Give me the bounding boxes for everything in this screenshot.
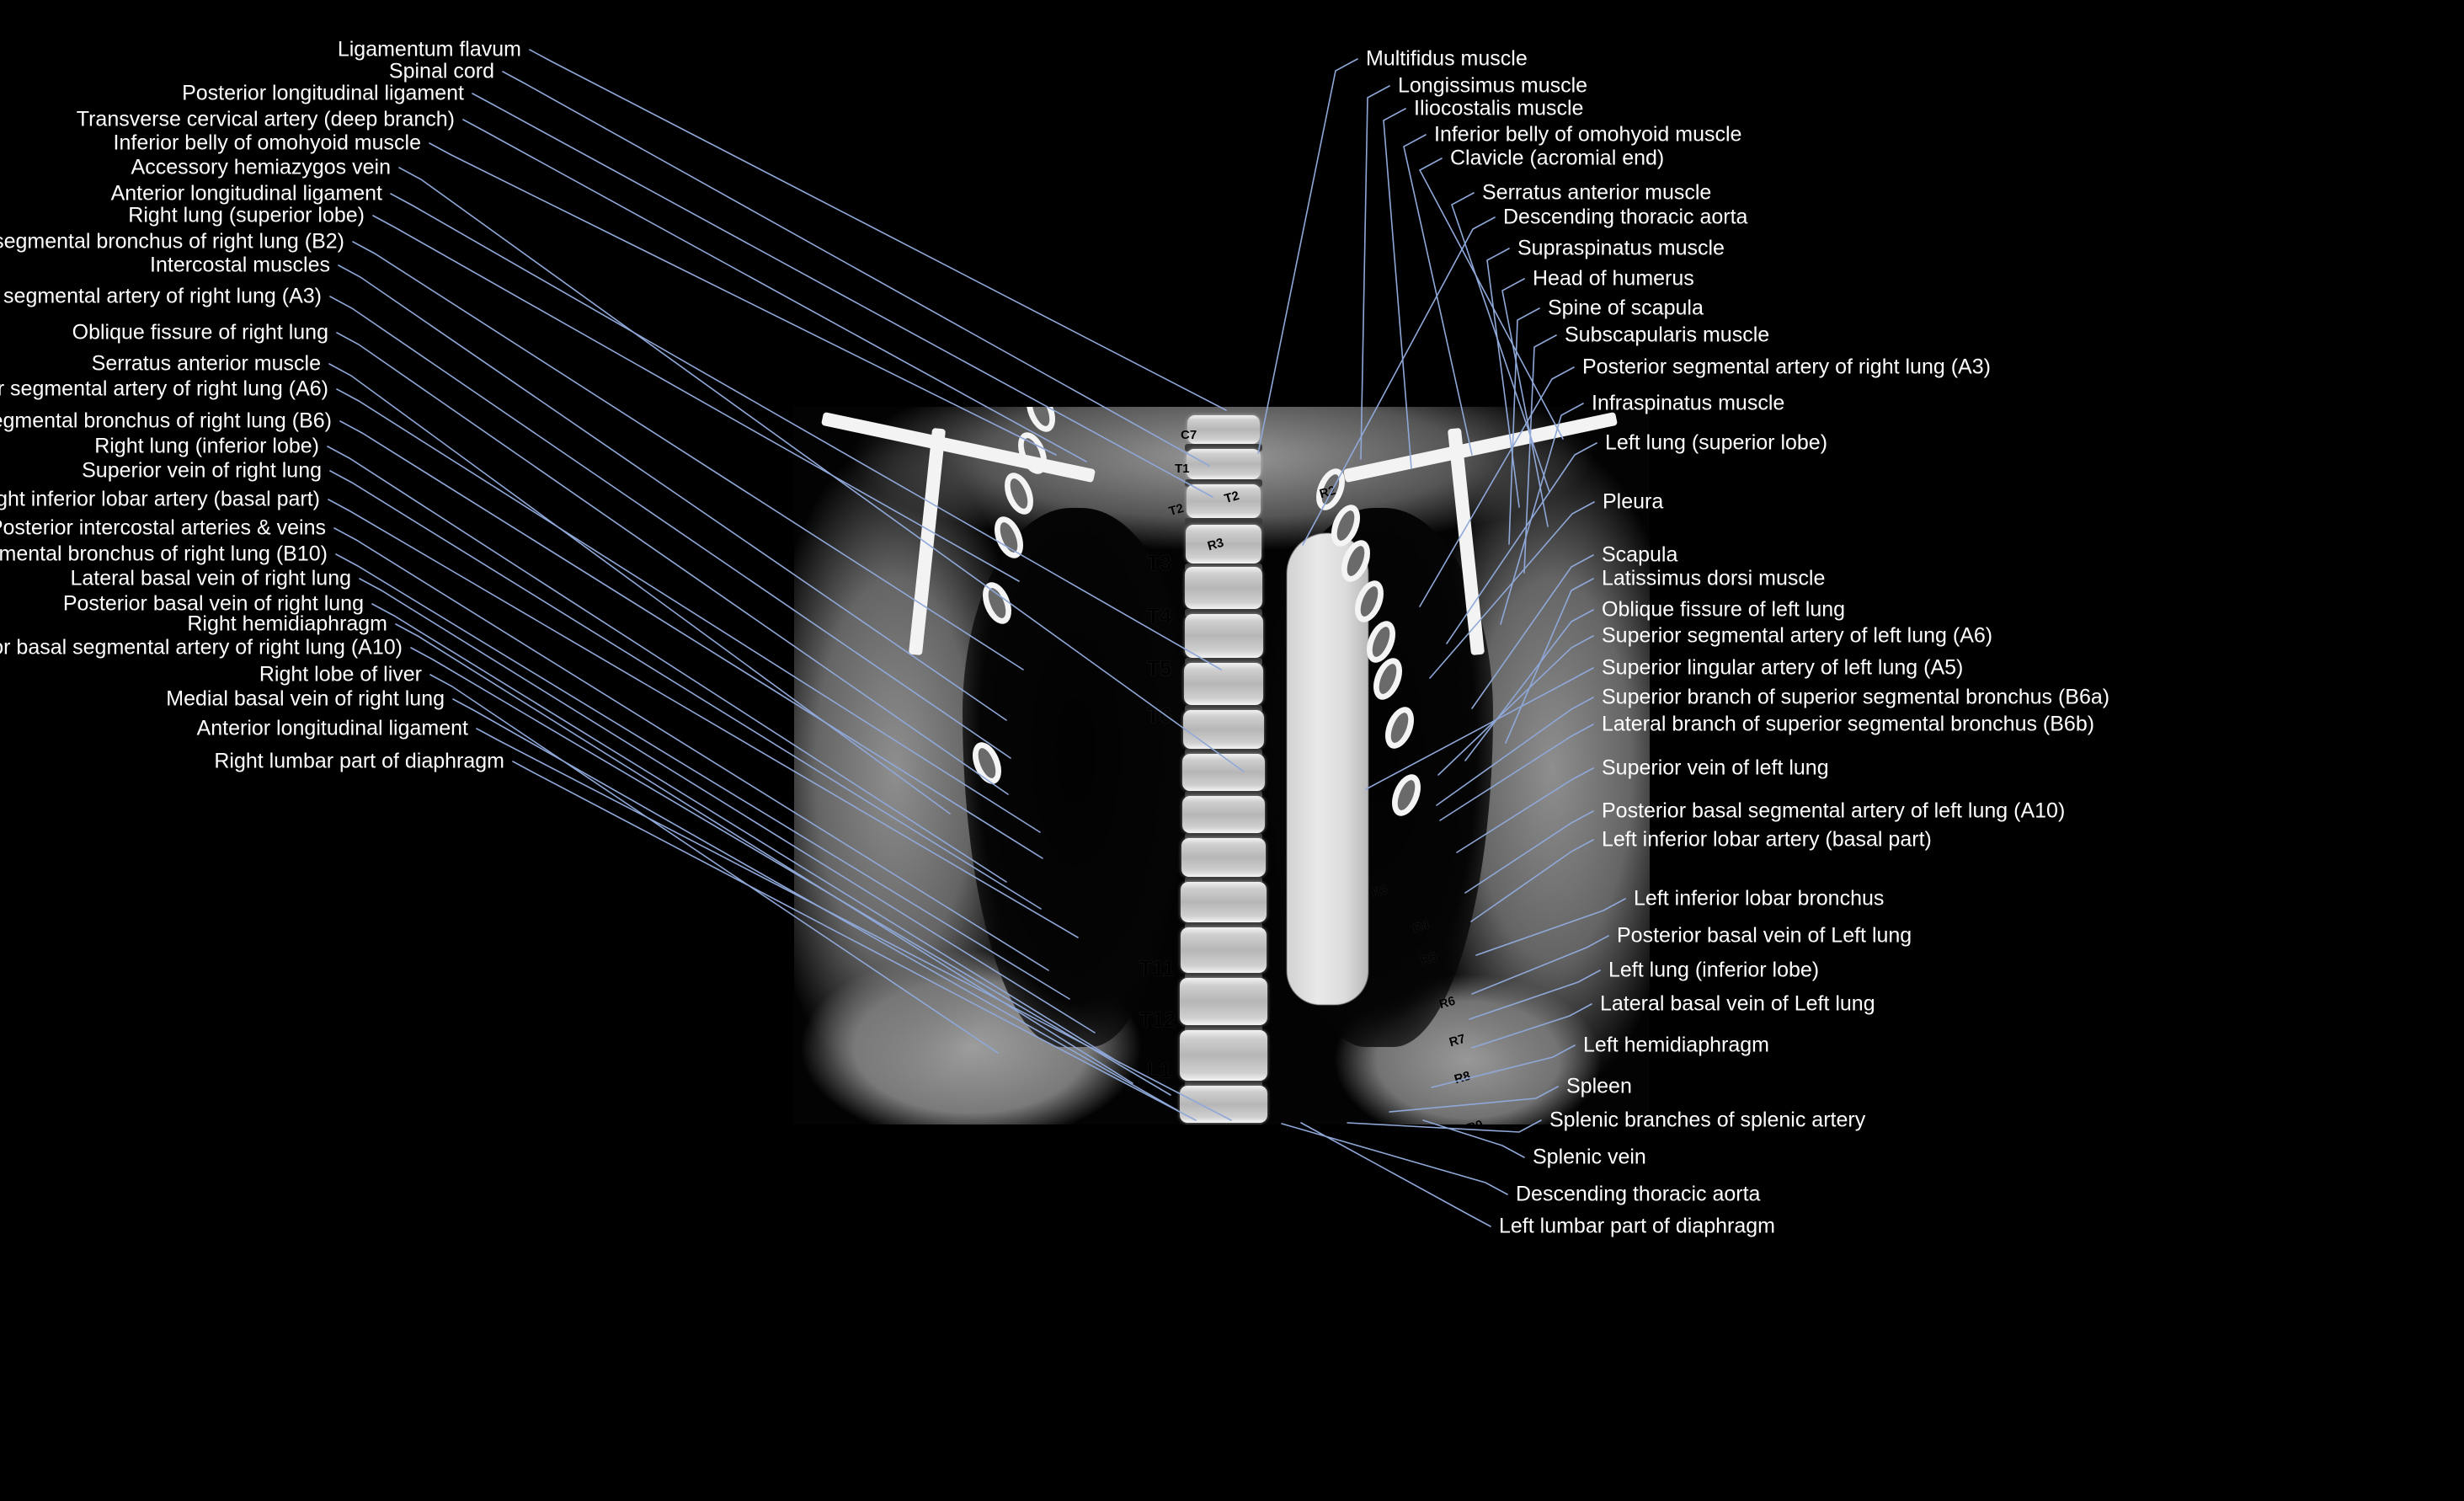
vertebral-body — [1183, 710, 1264, 749]
anatomy-label: Posterior basal segmental artery of righ… — [0, 635, 403, 660]
anatomy-label: Lateral basal vein of Left lung — [1600, 991, 1875, 1016]
anatomy-label: Posterior basal vein of right lung — [62, 591, 364, 616]
ct-bone-marker: T12 — [1139, 1008, 1176, 1032]
vertebral-body — [1187, 415, 1260, 444]
anatomy-label: Superior vein of left lung — [1602, 756, 1829, 780]
ct-bone-marker: L1 — [1147, 1059, 1172, 1082]
ct-bone-marker: T4 — [1147, 605, 1172, 628]
vertebral-body — [1180, 927, 1267, 973]
anatomy-label: Right lobe of liver — [259, 662, 422, 686]
anatomy-label: Right lung (superior lobe) — [128, 203, 365, 227]
vertebral-body — [1182, 754, 1265, 791]
anatomy-label: Transverse cervical artery (deep branch) — [76, 107, 455, 131]
anatomy-label: Subscapularis muscle — [1565, 323, 1770, 347]
vertebral-body — [1181, 882, 1267, 922]
anatomy-label: Posterior basal vein of Left lung — [1617, 923, 1912, 948]
vertebral-body — [1180, 1086, 1267, 1123]
anatomy-label: Ligamentum flavum — [337, 37, 521, 61]
anatomy-label: Scapula — [1602, 542, 1678, 567]
leader-line — [1300, 1122, 1491, 1227]
anatomy-label: Splenic branches of splenic artery — [1549, 1108, 1866, 1132]
vertebral-body — [1180, 1030, 1267, 1081]
ct-bone-marker: T2 — [1166, 500, 1186, 520]
anatomy-label: Left hemidiaphragm — [1583, 1033, 1769, 1057]
anatomy-label: Anterior longitudinal ligament — [196, 716, 468, 740]
anatomy-label: Superior lingular artery of left lung (A… — [1602, 655, 1964, 680]
anatomy-label: Left inferior lobar artery (basal part) — [1602, 827, 1932, 852]
anatomy-label: Supraspinatus muscle — [1517, 236, 1725, 260]
anatomy-label: Latissimus dorsi muscle — [1602, 566, 1826, 590]
anatomy-label: Spine of scapula — [1548, 296, 1704, 320]
leader-line — [1422, 1119, 1525, 1158]
anatomy-label: Multifidus muscle — [1366, 46, 1528, 71]
anatomy-label: Longissimus muscle — [1398, 73, 1588, 98]
anatomy-label: Left lung (superior lobe) — [1605, 430, 1828, 455]
anatomy-label: Pleura — [1603, 489, 1664, 514]
vertebral-body — [1181, 838, 1266, 877]
anatomy-label: Descending thoracic aorta — [1503, 205, 1748, 229]
anatomy-label: Posterior basal segmental bronchus of ri… — [0, 542, 328, 566]
anatomy-label: Oblique fissure of left lung — [1602, 597, 1846, 622]
anatomy-label: Head of humerus — [1533, 266, 1694, 291]
vertebral-body — [1180, 978, 1267, 1025]
leader-line — [1360, 85, 1390, 460]
anatomy-label: Posterior intercostal arteries & veins — [0, 515, 326, 540]
anatomy-label: Inferior belly of omohyoid muscle — [1434, 122, 1742, 147]
anatomy-label: Superior segmental artery of right lung … — [0, 377, 328, 401]
anatomy-label: Oblique fissure of right lung — [72, 320, 328, 345]
ct-bone-marker: T5 — [1147, 657, 1172, 681]
anatomy-label: Posterior segmental artery of right lung… — [0, 284, 322, 308]
vertebral-body — [1181, 796, 1266, 833]
anatomy-label: Posterior longitudinal ligament — [182, 81, 464, 105]
anatomy-label: Right lumbar part of diaphragm — [214, 749, 504, 773]
leader-line — [1257, 58, 1358, 454]
anatomy-label: Infraspinatus muscle — [1592, 391, 1785, 415]
anatomy-label: Spinal cord — [388, 59, 494, 83]
leader-line — [529, 49, 1227, 411]
anatomy-label: Right hemidiaphragm — [187, 612, 387, 636]
ct-bone-marker: T2 — [1222, 488, 1241, 507]
vertebral-body — [1187, 449, 1261, 479]
ct-bone-marker: T1 — [1175, 462, 1190, 476]
anatomy-label: Accessory hemiazygos vein — [131, 155, 391, 179]
anatomy-label: Intercostal muscles — [150, 253, 330, 277]
vertebral-body — [1185, 567, 1262, 609]
ct-bone-marker: T11 — [1139, 957, 1175, 980]
anatomy-label: Superior segmental bronchus of right lun… — [0, 409, 332, 433]
leader-line — [1281, 1123, 1508, 1195]
anatomy-label: Superior branch of superior segmental br… — [1602, 685, 2110, 709]
ct-bone-marker: C7 — [1181, 428, 1197, 442]
anatomy-label: Lateral basal vein of right lung — [70, 566, 351, 590]
anatomy-label: Spleen — [1566, 1074, 1632, 1098]
intervertebral-disc — [1185, 1123, 1262, 1124]
ct-bone-marker: T6 — [1147, 704, 1172, 728]
vertebral-body — [1186, 484, 1261, 518]
anatomy-label: Right lung (inferior lobe) — [94, 434, 319, 458]
anatomy-label: Left lung (inferior lobe) — [1608, 958, 1820, 982]
anatomy-label: Medial basal vein of right lung — [166, 686, 445, 711]
anatomy-label: Right inferior lobar artery (basal part) — [0, 487, 320, 511]
vertebral-body — [1183, 663, 1264, 705]
thoracic-spine-column — [1175, 407, 1272, 1124]
anatomy-label: Anterior longitudinal ligament — [110, 181, 382, 206]
vertebral-body — [1184, 614, 1263, 658]
anatomy-label: Iliocostalis muscle — [1414, 96, 1584, 120]
anatomy-label: Inferior belly of omohyoid muscle — [113, 131, 421, 155]
anatomy-label: Posterior segmental bronchus of right lu… — [0, 229, 344, 254]
anatomy-label: Descending thoracic aorta — [1516, 1182, 1761, 1206]
anatomy-label: Posterior segmental artery of right lung… — [1582, 355, 1991, 379]
anatomy-label: Clavicle (acromial end) — [1450, 146, 1665, 170]
anatomy-label: Lateral branch of superior segmental bro… — [1602, 712, 2095, 736]
anatomy-label: Superior vein of right lung — [82, 458, 322, 483]
ct-bone-marker: T3 — [1147, 552, 1172, 575]
anatomy-label: Splenic vein — [1533, 1145, 1646, 1169]
anatomy-label: Posterior basal segmental artery of left… — [1602, 799, 2066, 823]
anatomy-label: Left lumbar part of diaphragm — [1499, 1214, 1775, 1238]
anatomy-label: Left inferior lobar bronchus — [1634, 886, 1885, 911]
anatomy-label: Superior segmental artery of left lung (… — [1602, 623, 1993, 648]
anatomy-label: Serratus anterior muscle — [91, 351, 321, 376]
anatomy-label: Serratus anterior muscle — [1482, 180, 1712, 205]
